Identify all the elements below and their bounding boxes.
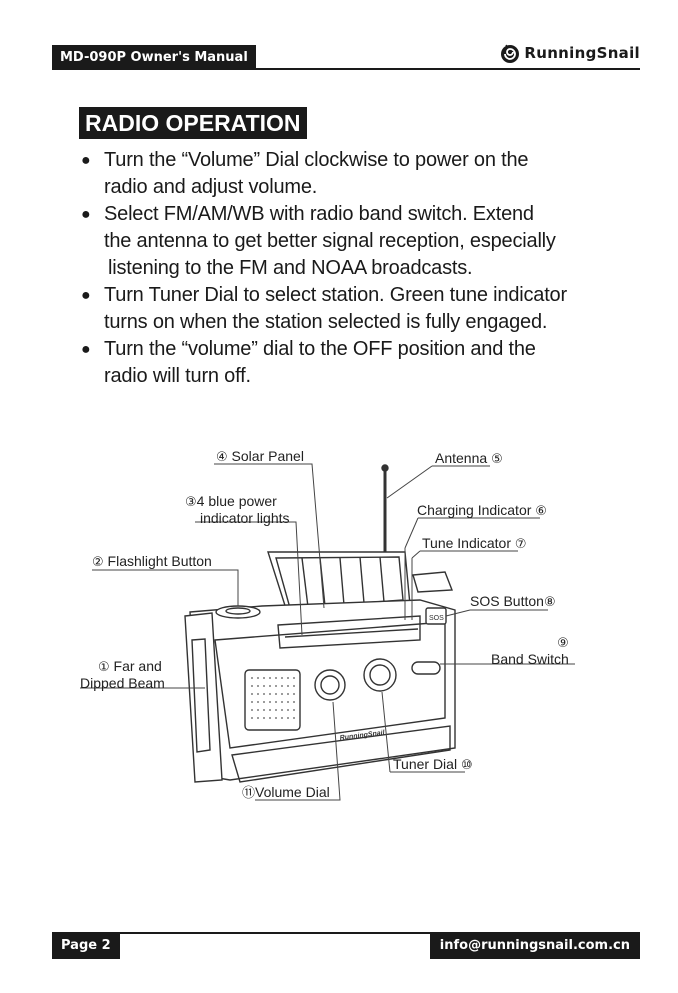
label-band-switch: ⑨ Band Switch bbox=[491, 635, 569, 667]
header-rule bbox=[52, 68, 640, 70]
manual-title: MD-090P Owner's Manual bbox=[52, 45, 256, 70]
label-tune-indicator: Tune Indicator ⑦ bbox=[422, 535, 527, 551]
list-item: ● Turn the “volume” dial to the OFF posi… bbox=[81, 338, 536, 387]
label-solar-panel: ④ Solar Panel bbox=[216, 448, 304, 464]
label-blue-lights: ③4 blue power indicator lights bbox=[185, 493, 290, 526]
bullet-icon: ● bbox=[81, 206, 91, 223]
footer-rule bbox=[52, 932, 640, 934]
label-volume-dial: ⑪Volume Dial bbox=[242, 784, 330, 800]
label-far-dipped-beam: ① Far and Dipped Beam bbox=[80, 658, 165, 691]
label-tuner-dial: Tuner Dial ⑩ bbox=[393, 756, 473, 772]
device-sos-text: SOS bbox=[429, 615, 444, 622]
brand-name: RunningSnail bbox=[524, 44, 640, 62]
snail-logo-icon bbox=[501, 44, 520, 63]
section-title: RADIO OPERATION bbox=[79, 107, 307, 139]
page-number: Page 2 bbox=[52, 933, 120, 959]
bullet-icon: ● bbox=[81, 341, 91, 358]
label-sos-button: SOS Button⑧ bbox=[470, 593, 556, 609]
brand-logo: RunningSnail bbox=[499, 40, 640, 66]
list-item: ● Select FM/AM/WB with radio band switch… bbox=[81, 203, 556, 279]
label-flashlight-button: ② Flashlight Button bbox=[92, 553, 212, 569]
label-charging-indicator: Charging Indicator ⑥ bbox=[417, 502, 547, 518]
instruction-list: ● Turn the “Volume” Dial clockwise to po… bbox=[78, 147, 618, 390]
list-item: ● Turn Tuner Dial to select station. Gre… bbox=[81, 284, 567, 333]
bullet-icon: ● bbox=[81, 287, 91, 304]
radio-diagram: RunningSnail SOS ④ Solar Panel Antenna ⑤… bbox=[0, 430, 678, 820]
label-antenna: Antenna ⑤ bbox=[435, 450, 503, 466]
list-item: ● Turn the “Volume” Dial clockwise to po… bbox=[81, 149, 529, 198]
contact-email: info@runningsnail.com.cn bbox=[429, 933, 640, 959]
bullet-icon: ● bbox=[81, 152, 91, 169]
radio-illustration: RunningSnail SOS bbox=[80, 463, 575, 801]
